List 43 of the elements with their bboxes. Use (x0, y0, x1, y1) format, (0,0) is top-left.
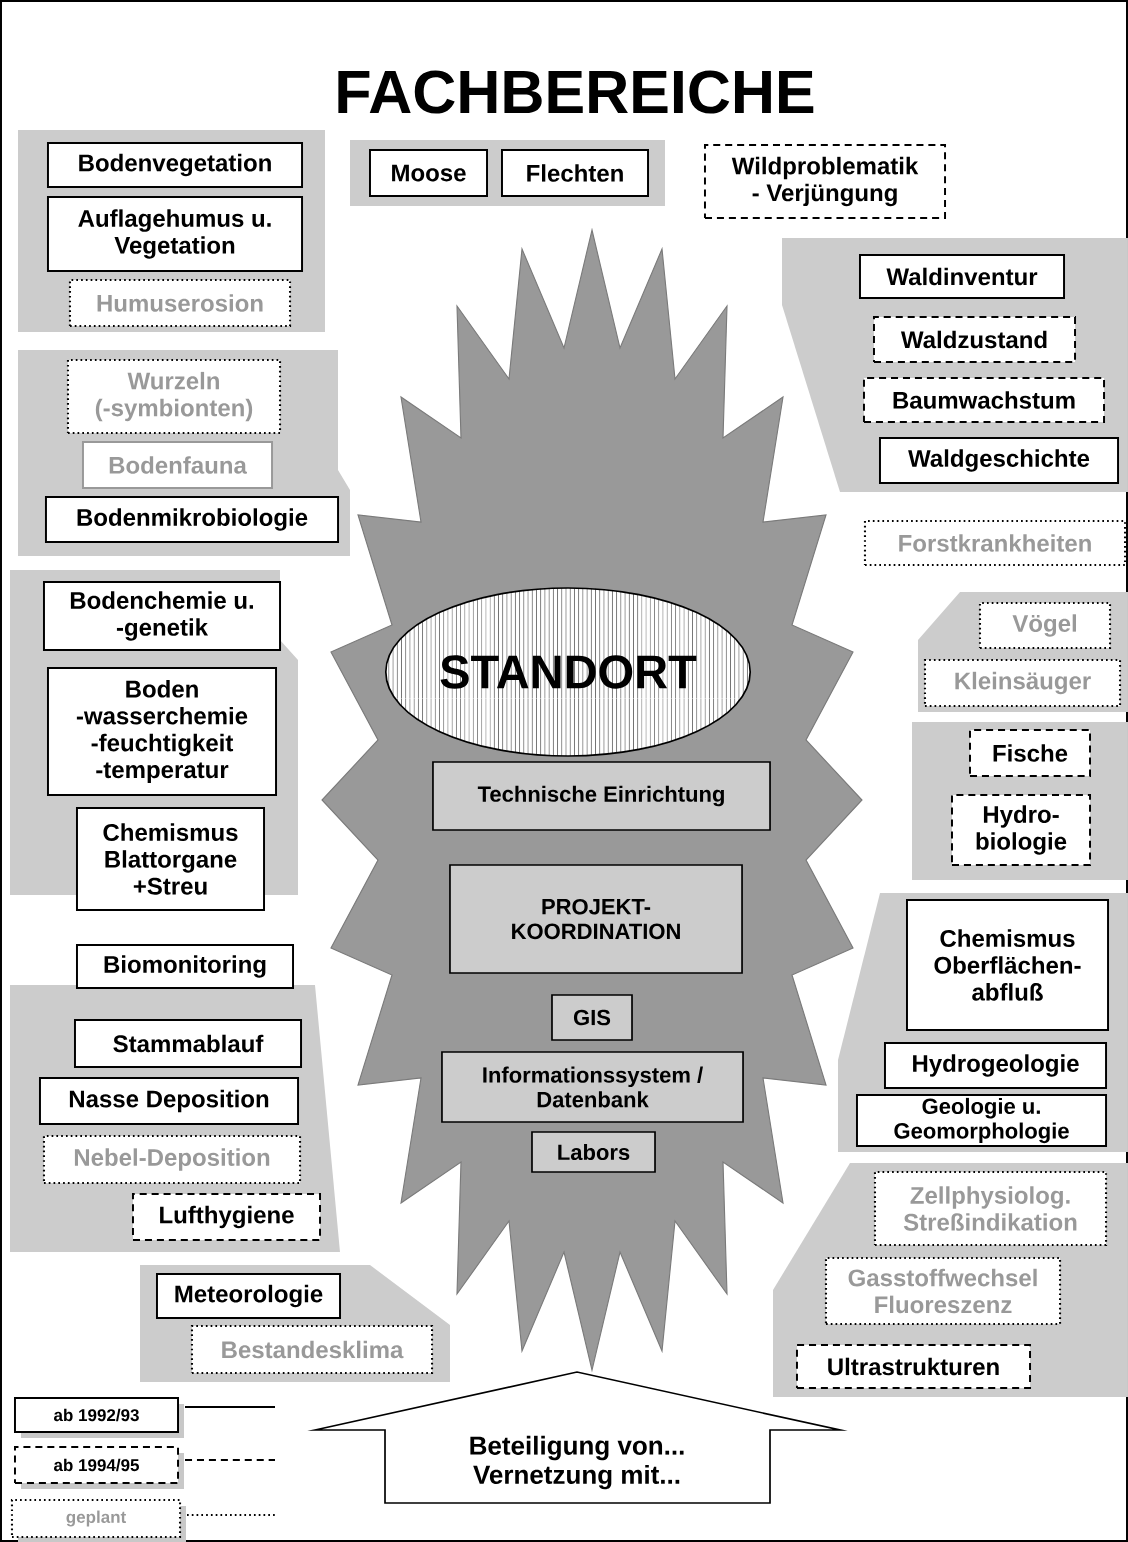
topic-box: Bestandesklima (190, 1324, 434, 1375)
topic-box: Boden -wasserchemie -feuchtigkeit -temperatur (47, 667, 277, 796)
topic-box: Gasstoffwechsel Fluoreszenz (824, 1256, 1062, 1326)
topic-box: Forstkrankheiten (863, 519, 1127, 567)
topic-box: Waldzustand (873, 316, 1076, 363)
topic-box: Lufthygiene (132, 1193, 321, 1241)
topic-box: Geologie u. Geomorphologie (856, 1094, 1108, 1147)
topic-box: Biomonitoring (76, 944, 294, 989)
topic-box: Flechten (501, 149, 649, 197)
topic-box: Auflagehumus u. Vegetation (47, 196, 304, 272)
topic-box: Chemismus Blattorgane +Streu (76, 807, 265, 911)
topic-box: Bodenmikrobiologie (44, 496, 340, 543)
legend-box: ab 1994/95 (14, 1446, 184, 1489)
topic-box: PROJEKT- KOORDINATION (449, 864, 743, 974)
topic-box: Vögel (978, 601, 1112, 650)
topic-box: Bodenchemie u. -genetik (43, 581, 281, 651)
topic-box: Waldinventur (859, 254, 1065, 299)
topic-box: Hydrogeologie (884, 1042, 1108, 1089)
topic-box: Bodenfauna (82, 441, 273, 489)
topic-box: Technische Einrichtung (432, 761, 771, 831)
topic-box: Labors (531, 1131, 656, 1173)
topic-box: GIS (551, 994, 633, 1041)
topic-box: Bodenvegetation (47, 142, 304, 188)
topic-box: Baumwachstum (863, 377, 1105, 423)
topic-box: Nasse Deposition (39, 1077, 299, 1125)
topic-box: Chemismus Oberflächen- abfluß (906, 899, 1109, 1031)
topic-box: Hydro- biologie (951, 794, 1091, 866)
legend-box: ab 1992/93 (14, 1397, 184, 1438)
topic-box: Kleinsäuger (923, 658, 1122, 708)
title: FACHBEREICHE (338, 70, 814, 114)
topic-box: Wurzeln (-symbionten) (66, 358, 282, 435)
topic-box: Meteorologie (156, 1273, 341, 1319)
topic-box: Fische (969, 729, 1091, 777)
topic-box: Waldgeschichte (879, 437, 1120, 484)
topic-box: Stammablauf (74, 1019, 302, 1068)
topic-box: Zellphysiolog. Streßindikation (873, 1170, 1108, 1247)
legend-box: geplant (10, 1498, 186, 1542)
topic-box: Informationssystem / Datenbank (441, 1051, 744, 1123)
topic-box: Nebel-Deposition (42, 1134, 302, 1185)
topic-box: Humuserosion (68, 278, 292, 328)
topic-box: Moose (369, 149, 488, 197)
topic-box: Wildproblematik - Verjüngung (704, 144, 946, 219)
topic-box: Ultrastrukturen (796, 1344, 1032, 1389)
